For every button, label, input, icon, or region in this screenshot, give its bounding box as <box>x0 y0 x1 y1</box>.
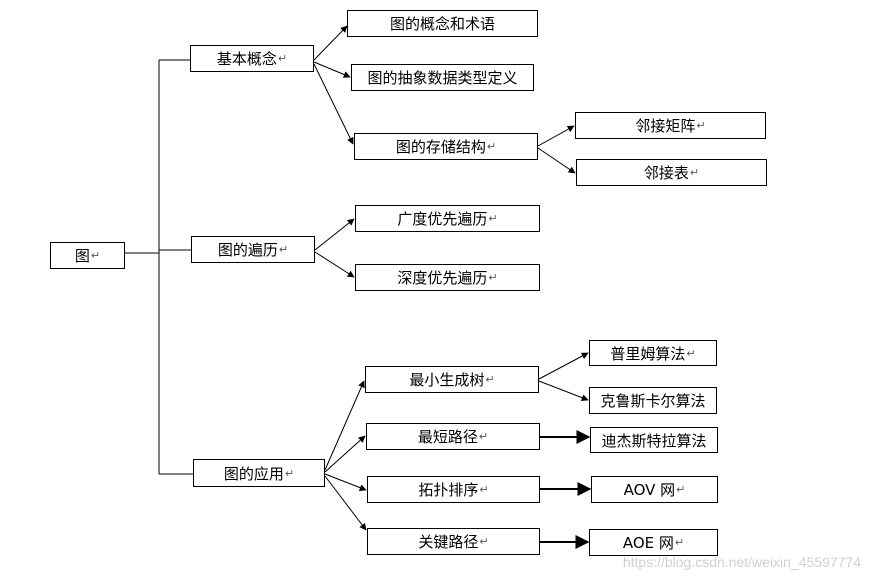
return-mark: ↵ <box>676 483 686 496</box>
arrow-traversal-to-dfs <box>314 251 355 278</box>
return-mark: ↵ <box>486 140 497 153</box>
node-terms: 图的概念和术语 <box>347 10 538 37</box>
return-mark: ↵ <box>478 430 489 443</box>
node-dijkstra-label: 迪杰斯特拉算法 <box>601 431 707 450</box>
node-traversal: 图的遍历↵ <box>191 236 315 263</box>
node-adt-definition: 图的抽象数据类型定义 <box>351 64 534 91</box>
return-mark: ↵ <box>479 483 489 496</box>
return-mark: ↵ <box>686 346 696 360</box>
node-kruskal: 克鲁斯卡尔算法 <box>589 387 717 414</box>
node-adjacency-matrix-label: 邻接矩阵 <box>635 117 696 135</box>
node-aoe-network: AOE 网↵ <box>589 529 718 556</box>
return-mark: ↵ <box>277 52 288 65</box>
return-mark: ↵ <box>485 373 495 386</box>
node-critical-path: 关键路径↵ <box>367 528 540 555</box>
return-mark: ↵ <box>488 212 498 225</box>
node-dfs: 深度优先遍历↵ <box>355 264 540 291</box>
arrow-mst-to-kruskal <box>538 380 589 401</box>
arrow-app-to-critical <box>324 475 367 531</box>
return-mark: ↵ <box>696 119 706 132</box>
node-adjacency-list: 邻接表↵ <box>576 159 767 186</box>
node-topological-sort: 拓扑排序↵ <box>367 476 540 503</box>
node-basic-concepts: 基本概念↵ <box>190 45 314 72</box>
node-prim-label: 普里姆算法 <box>610 344 686 363</box>
node-terms-label: 图的概念和术语 <box>389 15 495 33</box>
return-mark: ↵ <box>689 166 700 179</box>
node-shortest-path: 最短路径↵ <box>366 423 540 450</box>
arrow-traversal-to-bfs <box>314 218 355 251</box>
node-aoe-network-label: AOE 网 <box>622 534 674 552</box>
arrow-app-to-shortest <box>324 435 366 473</box>
node-mst-label: 最小生成树 <box>409 371 485 389</box>
node-critical-path-label: 关键路径 <box>418 533 479 551</box>
arrow-storage-to-matrix <box>537 125 575 147</box>
node-kruskal-label: 克鲁斯卡尔算法 <box>600 392 706 410</box>
node-adt-definition-label: 图的抽象数据类型定义 <box>367 69 518 87</box>
node-aov-network-label: AOV 网 <box>623 481 676 499</box>
node-adjacency-matrix: 邻接矩阵↵ <box>575 112 766 139</box>
node-topological-sort-label: 拓扑排序 <box>418 481 479 499</box>
arrow-app-to-mst <box>324 380 365 471</box>
arrow-basic-to-storage <box>313 63 354 145</box>
arrow-storage-to-adjlist <box>537 147 576 174</box>
return-mark: ↵ <box>278 243 289 256</box>
return-mark: ↵ <box>284 466 295 480</box>
node-dijkstra: 迪杰斯特拉算法 <box>590 427 718 453</box>
watermark-url: https://blog.csdn.net/weixin_45597774 <box>622 554 861 570</box>
node-mst: 最小生成树↵ <box>365 366 539 393</box>
node-traversal-label: 图的遍历 <box>217 241 278 259</box>
return-mark: ↵ <box>674 536 685 549</box>
node-applications: 图的应用↵ <box>193 459 325 487</box>
node-storage-structure-label: 图的存储结构 <box>395 138 486 156</box>
arrow-basic-to-adt <box>313 61 351 78</box>
node-root-label: 图 <box>74 247 90 265</box>
node-storage-structure: 图的存储结构↵ <box>354 133 538 160</box>
node-applications-label: 图的应用 <box>223 464 284 483</box>
return-mark: ↵ <box>90 249 101 262</box>
node-dfs-label: 深度优先遍历 <box>397 269 488 287</box>
node-prim: 普里姆算法↵ <box>589 340 717 366</box>
node-aov-network: AOV 网↵ <box>591 476 718 503</box>
node-bfs: 广度优先遍历↵ <box>355 205 540 232</box>
arrow-basic-to-terms <box>313 25 348 61</box>
return-mark: ↵ <box>488 271 498 284</box>
node-adjacency-list-label: 邻接表 <box>643 164 689 182</box>
node-bfs-label: 广度优先遍历 <box>397 210 488 228</box>
return-mark: ↵ <box>479 535 489 548</box>
node-basic-concepts-label: 基本概念 <box>216 50 277 68</box>
node-root: 图↵ <box>50 242 125 269</box>
arrow-mst-to-prim <box>538 352 589 380</box>
node-shortest-path-label: 最短路径 <box>417 428 478 446</box>
arrow-app-to-topo <box>324 473 367 491</box>
